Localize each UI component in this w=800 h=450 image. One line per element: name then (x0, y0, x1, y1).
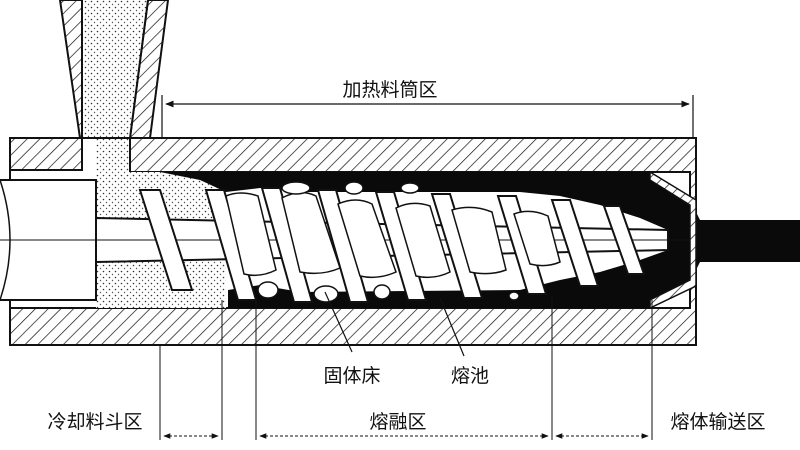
feed-zone-label: 冷却料斗区 (47, 411, 142, 433)
hopper (58, 0, 170, 180)
feed-zone-dimension: 冷却料斗区 (47, 411, 219, 439)
screw-flights (138, 187, 646, 303)
melting-zone-label: 熔融区 (369, 411, 426, 433)
solid-bed-blocks (225, 181, 561, 303)
melt-region (160, 172, 800, 308)
callout-melt-pool: 熔池 (439, 297, 489, 387)
melt-pool-label: 熔池 (451, 365, 489, 387)
die-nozzle (649, 170, 697, 310)
heating-zone-dimension: 加热料筒区 (161, 79, 694, 138)
zone-guides (159, 296, 653, 440)
solid-bed-label: 固体床 (323, 365, 380, 387)
melting-zone-dimension: 熔融区 (259, 411, 549, 439)
callout-solid-bed: 固体床 (323, 291, 381, 387)
melt-conveying-zone-label: 熔体输送区 (670, 411, 765, 433)
heating-zone-label: 加热料筒区 (342, 79, 437, 101)
melt-conveying-zone-dimension: 熔体输送区 (555, 411, 766, 439)
